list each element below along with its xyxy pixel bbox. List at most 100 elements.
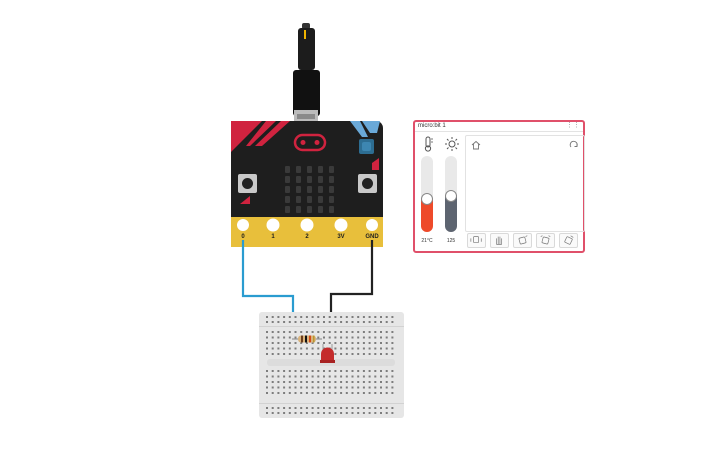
- breadboard-hole[interactable]: [391, 316, 394, 318]
- breadboard-hole[interactable]: [351, 386, 354, 389]
- breadboard-hole[interactable]: [351, 353, 354, 355]
- breadboard-hole[interactable]: [266, 342, 268, 344]
- breadboard-hole[interactable]: [368, 342, 371, 344]
- breadboard-hole[interactable]: [305, 316, 308, 318]
- breadboard-hole[interactable]: [283, 331, 286, 333]
- breadboard-hole[interactable]: [300, 347, 303, 350]
- breadboard-hole[interactable]: [351, 347, 354, 350]
- breadboard-hole[interactable]: [283, 316, 286, 318]
- breadboard-hole[interactable]: [374, 316, 377, 318]
- breadboard-hole[interactable]: [266, 321, 268, 323]
- breadboard-hole[interactable]: [362, 386, 365, 389]
- breadboard-hole[interactable]: [362, 392, 365, 394]
- breadboard-hole[interactable]: [283, 370, 286, 372]
- breadboard-hole[interactable]: [362, 331, 365, 333]
- breadboard-hole[interactable]: [385, 370, 388, 372]
- breadboard-hole[interactable]: [283, 392, 286, 394]
- breadboard-hole[interactable]: [300, 386, 303, 389]
- breadboard-hole[interactable]: [340, 336, 343, 339]
- resistor[interactable]: [292, 335, 322, 343]
- breadboard-hole[interactable]: [385, 386, 388, 389]
- breadboard-hole[interactable]: [368, 412, 371, 414]
- breadboard-hole[interactable]: [357, 381, 360, 383]
- breadboard-hole[interactable]: [334, 342, 337, 344]
- breadboard-hole[interactable]: [340, 412, 343, 414]
- breadboard-hole[interactable]: [374, 412, 377, 414]
- breadboard-hole[interactable]: [311, 392, 314, 394]
- breadboard-hole[interactable]: [277, 353, 280, 355]
- pin-hole-4[interactable]: [366, 219, 378, 231]
- breadboard-hole[interactable]: [380, 353, 382, 355]
- breadboard-hole[interactable]: [317, 347, 320, 350]
- breadboard-hole[interactable]: [351, 336, 354, 339]
- breadboard-hole[interactable]: [277, 336, 280, 339]
- breadboard-hole[interactable]: [351, 412, 354, 414]
- breadboard-hole[interactable]: [266, 392, 268, 394]
- breadboard-hole[interactable]: [374, 370, 377, 372]
- breadboard-hole[interactable]: [340, 386, 343, 389]
- breadboard-hole[interactable]: [300, 375, 303, 378]
- breadboard-hole[interactable]: [340, 347, 343, 350]
- breadboard-hole[interactable]: [294, 375, 297, 378]
- breadboard-hole[interactable]: [380, 412, 382, 414]
- breadboard-hole[interactable]: [391, 342, 394, 344]
- breadboard-hole[interactable]: [271, 370, 274, 372]
- temperature-slider[interactable]: [421, 156, 433, 232]
- breadboard-hole[interactable]: [277, 386, 280, 389]
- breadboard-hole[interactable]: [340, 342, 343, 344]
- breadboard-hole[interactable]: [294, 321, 297, 323]
- breadboard-hole[interactable]: [362, 375, 365, 378]
- breadboard-hole[interactable]: [368, 407, 371, 409]
- breadboard-hole[interactable]: [345, 412, 348, 414]
- breadboard-hole[interactable]: [283, 386, 286, 389]
- breadboard-hole[interactable]: [380, 392, 382, 394]
- breadboard-hole[interactable]: [362, 353, 365, 355]
- breadboard-hole[interactable]: [277, 347, 280, 350]
- breadboard-hole[interactable]: [391, 353, 394, 355]
- breadboard-hole[interactable]: [283, 375, 286, 378]
- breadboard-hole[interactable]: [283, 347, 286, 350]
- tilt-right-button[interactable]: [536, 233, 555, 248]
- red-led[interactable]: [320, 344, 335, 363]
- breadboard-hole[interactable]: [351, 321, 354, 323]
- breadboard-hole[interactable]: [277, 375, 280, 378]
- breadboard-hole[interactable]: [288, 321, 291, 323]
- breadboard-hole[interactable]: [334, 392, 337, 394]
- breadboard-hole[interactable]: [317, 331, 320, 333]
- breadboard-hole[interactable]: [328, 375, 331, 378]
- breadboard-hole[interactable]: [294, 407, 297, 409]
- breadboard-hole[interactable]: [266, 375, 268, 378]
- light-slider[interactable]: [445, 156, 457, 232]
- breadboard-hole[interactable]: [328, 316, 331, 318]
- breadboard-hole[interactable]: [340, 392, 343, 394]
- microbit-board[interactable]: [231, 121, 383, 247]
- breadboard-hole[interactable]: [305, 347, 308, 350]
- breadboard-hole[interactable]: [288, 370, 291, 372]
- breadboard-hole[interactable]: [380, 336, 382, 339]
- breadboard-hole[interactable]: [277, 342, 280, 344]
- breadboard-hole[interactable]: [334, 331, 337, 333]
- breadboard-hole[interactable]: [340, 353, 343, 355]
- breadboard-hole[interactable]: [283, 321, 286, 323]
- button-b[interactable]: [358, 174, 377, 193]
- breadboard-hole[interactable]: [368, 347, 371, 350]
- breadboard-hole[interactable]: [288, 342, 291, 344]
- breadboard-hole[interactable]: [317, 336, 320, 339]
- breadboard-hole[interactable]: [345, 336, 348, 339]
- breadboard-hole[interactable]: [334, 347, 337, 350]
- microbit-logo[interactable]: [293, 133, 327, 152]
- breadboard-hole[interactable]: [294, 392, 297, 394]
- breadboard-hole[interactable]: [368, 331, 371, 333]
- breadboard-hole[interactable]: [374, 392, 377, 394]
- breadboard-hole[interactable]: [283, 353, 286, 355]
- breadboard-hole[interactable]: [357, 336, 360, 339]
- breadboard-hole[interactable]: [362, 347, 365, 350]
- breadboard-hole[interactable]: [368, 392, 371, 394]
- breadboard-hole[interactable]: [340, 407, 343, 409]
- breadboard-hole[interactable]: [391, 331, 394, 333]
- breadboard-hole[interactable]: [385, 342, 388, 344]
- breadboard-hole[interactable]: [271, 407, 274, 409]
- button-a[interactable]: [238, 174, 257, 193]
- breadboard-hole[interactable]: [385, 392, 388, 394]
- breadboard-hole[interactable]: [271, 336, 274, 339]
